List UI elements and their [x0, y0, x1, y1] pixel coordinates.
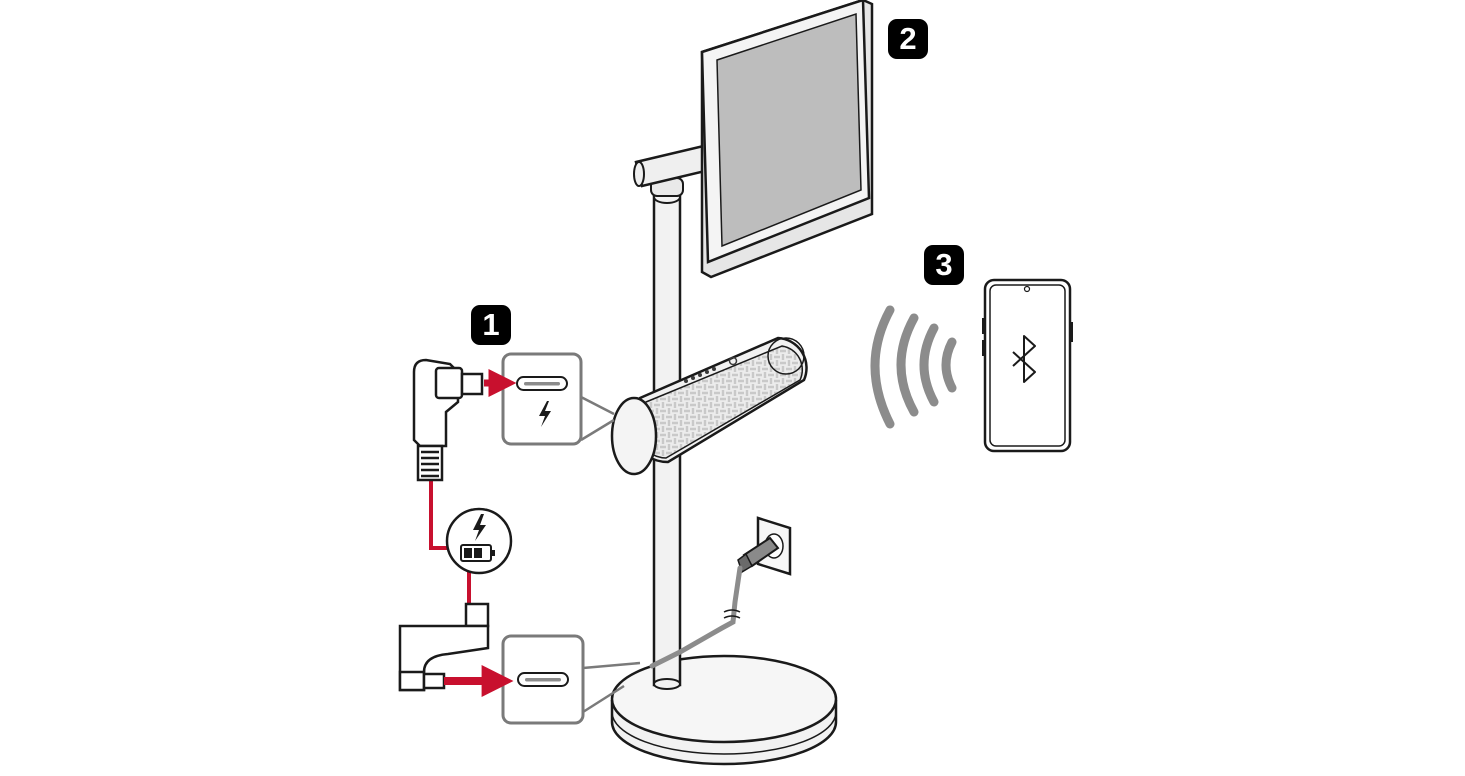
bluetooth-speaker — [610, 336, 808, 476]
charging-indicator — [445, 507, 513, 575]
wireless-signal-icon — [870, 305, 957, 429]
power-cord — [649, 565, 743, 669]
step-badge-2: 2 — [888, 19, 928, 59]
usb-c-connector-top — [412, 358, 484, 482]
step-badge-3: 3 — [924, 245, 964, 285]
lightning-bolt-icon — [473, 514, 486, 541]
speaker-port-callout — [501, 352, 615, 446]
usb-c-connector-bottom — [398, 602, 490, 692]
speaker-control-buttons — [684, 356, 738, 383]
cord-tie — [723, 609, 741, 619]
step-badge-1: 1 — [471, 305, 511, 345]
bluetooth-icon — [1012, 335, 1036, 383]
stand-base — [610, 654, 838, 766]
battery-icon — [460, 544, 495, 562]
phone — [982, 278, 1073, 453]
lightning-bolt-icon — [539, 401, 551, 427]
stand-display — [700, 0, 874, 279]
